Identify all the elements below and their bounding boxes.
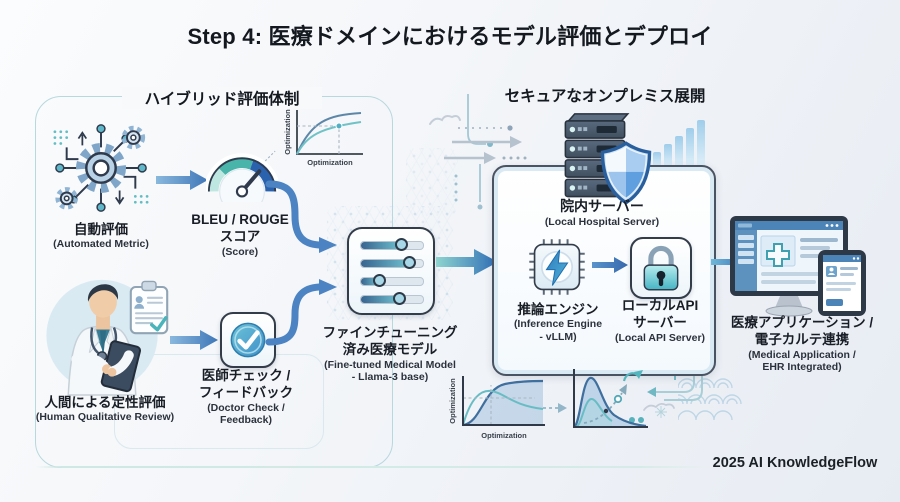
distribution-mini-chart: [573, 369, 648, 429]
app-label: 医療アプリケーション / 電子カルテ連携: [730, 315, 874, 348]
auto-eval-sublabel: (Automated Metric): [53, 238, 149, 251]
api-sublabel: (Local API Server): [614, 331, 706, 344]
monitor-tablet-icon: [730, 216, 866, 317]
flow-lines-decoration: [429, 115, 527, 164]
mini-chart-top-ylabel: Optimization: [283, 109, 292, 155]
doctor-check-label-block: 医師チェック / フィードバック (Doctor Check / Feedbac…: [181, 367, 311, 427]
score-label-block: BLEU / ROUGE スコア (Score): [170, 211, 310, 258]
clipboard-icon: [129, 280, 169, 335]
auto-eval-label: 自動評価: [74, 222, 128, 237]
page-title: Step 4: 医療ドメインにおけるモデル評価とデプロイ: [187, 24, 713, 49]
inference-sublabel: (Inference Engine - vLLM): [513, 318, 603, 344]
asanoha-pattern-small: [406, 148, 458, 216]
connector-curves-decoration: [643, 366, 703, 411]
left-panel-title: ハイブリッド評価体制: [122, 87, 322, 109]
hospital-server-label: 院内サーバー: [560, 198, 644, 214]
chip-bolt-icon: [529, 239, 585, 295]
dashed-arrow-icon: [543, 403, 567, 413]
hospital-server-sublabel: (Local Hospital Server): [544, 215, 660, 228]
server-rack-icon: [564, 113, 630, 198]
human-eval-label-block: 人間による定性評価 (Human Qualitative Review): [22, 394, 188, 424]
arrow-human-to-check-icon: [170, 330, 218, 350]
bar-growth-decoration: [653, 120, 705, 168]
auto-eval-label-block: 自動評価 (Automated Metric): [32, 221, 170, 251]
arrow-auto-to-score-icon: [156, 170, 208, 190]
optimization-mini-chart-bottom: Optimization Optimization: [448, 376, 545, 440]
app-sublabel: (Medical Application / EHR Integrated): [748, 348, 856, 374]
human-eval-label: 人間による定性評価: [44, 395, 166, 410]
optimization-mini-chart-top: Optimization Optimization: [283, 109, 363, 167]
gauge-icon: [206, 150, 278, 202]
gears-network-icon: [53, 124, 149, 212]
doctor-check-sublabel: (Doctor Check / Feedback): [207, 401, 285, 427]
app-label-block: 医療アプリケーション / 電子カルテ連携 (Medical Applicatio…: [710, 314, 894, 374]
footer-credit: 2025 AI KnowledgeFlow: [712, 455, 878, 471]
lock-icon: [630, 237, 692, 299]
dots-decoration: [629, 417, 644, 423]
model-sublabel: (Fine-tuned Medical Model - Llama-3 base…: [324, 358, 456, 384]
right-panel-title: セキュアなオンプレミス展開: [504, 88, 706, 105]
inference-label: 推論エンジン: [517, 302, 599, 317]
curved-arrow-check-to-model-icon: [265, 279, 337, 346]
human-eval-sublabel: (Human Qualitative Review): [35, 411, 175, 424]
sliders-icon: [347, 227, 435, 315]
model-label: ファインチューニング 済み医療モデル: [322, 325, 458, 358]
sparkle-decoration: [655, 406, 667, 418]
big-arrow-model-to-deploy-icon: [436, 249, 498, 275]
hospital-server-label-block: 院内サーバー (Local Hospital Server): [492, 198, 712, 229]
model-label-block: ファインチューニング 済み医療モデル (Fine-tuned Medical M…: [306, 324, 474, 384]
mini-chart-bottom-ylabel: Optimization: [448, 378, 457, 424]
shield-icon: [600, 141, 652, 205]
doctor-check-label: 医師チェック / フィードバック: [198, 368, 294, 401]
api-label-block: ローカルAPI サーバー (Local API Server): [604, 297, 716, 344]
score-sublabel: (Score): [221, 245, 259, 258]
score-label: BLEU / ROUGE スコア: [191, 212, 289, 245]
api-label: ローカルAPI サーバー: [621, 298, 699, 331]
mini-chart-bottom-xlabel: Optimization: [481, 431, 527, 440]
footer-divider-line: [36, 466, 708, 468]
inference-label-block: 推論エンジン (Inference Engine - vLLM): [494, 301, 622, 344]
mini-chart-top-xlabel: Optimization: [307, 158, 353, 167]
curved-arrow-score-to-model-icon: [265, 180, 337, 253]
arrow-inference-to-api-icon: [592, 257, 628, 273]
hybrid-eval-inner-panel: [114, 354, 324, 449]
